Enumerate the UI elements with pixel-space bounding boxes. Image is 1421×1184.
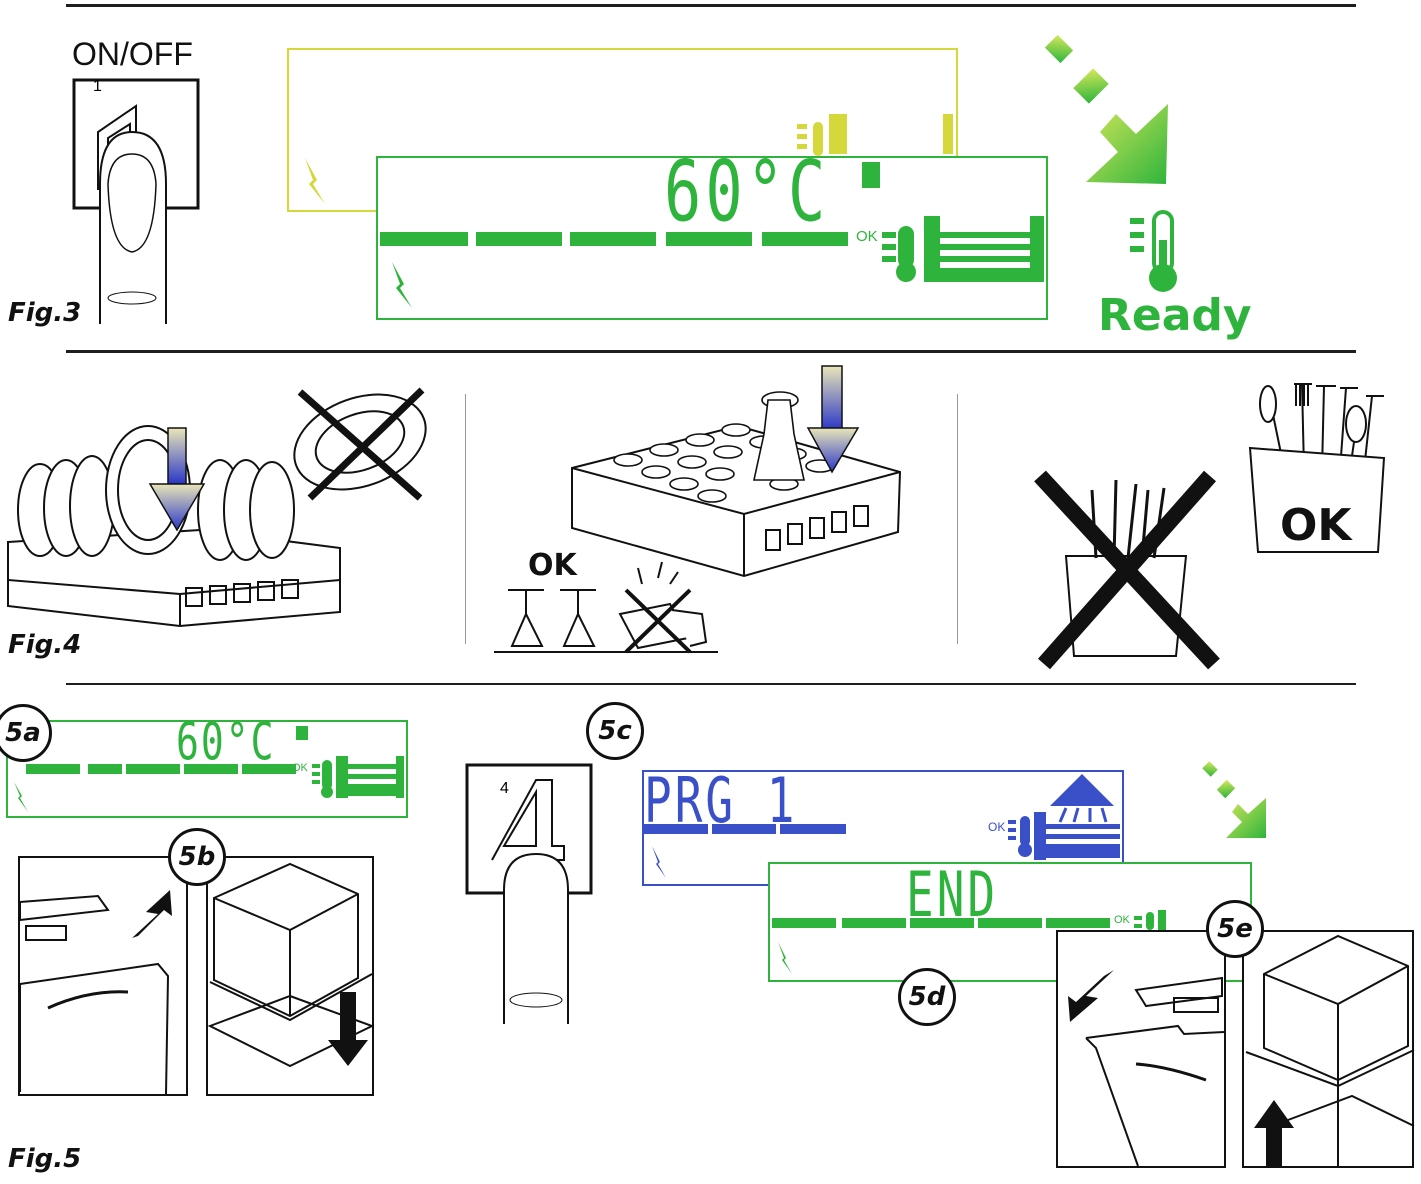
onoff-button-icon [72,78,200,324]
fig4-divider-1 [465,394,466,644]
plate-wrong-position-icon [293,387,427,501]
fig4-label: Fig.4 [8,630,82,660]
step-5a-badge: 5a [0,704,52,762]
dishwasher-door-open-icon [18,856,188,1096]
thermometer-icon [1130,210,1177,292]
display-yellow-back [287,48,958,212]
divider-fig4-fig5 [66,683,1356,685]
glass-ok-label: OK [528,548,577,583]
arrow-down-right-small-icon [1202,761,1266,838]
display-5a-temp: 60°C [176,712,276,772]
display-prg-ok: OK [988,820,1006,834]
display-green-front [376,156,1048,320]
step-5d-badge: 5d [898,968,956,1026]
divider-fig3-fig4 [66,350,1356,353]
step-5e-badge: 5e [1206,900,1264,958]
onoff-label: ON/OFF [72,36,193,72]
cutlery-basket-wrong-icon [1034,470,1220,670]
glass-rack-icon [571,365,902,578]
hood-close-panel [206,856,375,1096]
display-5a-ok: OK [292,762,308,774]
fig3-label: Fig.3 [8,298,82,328]
arrow-down-right-icon [1044,34,1168,184]
display-temp-readout: 60°C [664,142,830,241]
step-5c-badge: 5c [586,702,644,760]
top-divider [66,4,1356,7]
display-ok-text: OK [856,228,878,245]
glasses-upside-down-icon [494,561,718,654]
plate-rack-icon [7,425,341,628]
display-end-ok: OK [1114,914,1130,926]
hood-open-panel [1242,930,1415,1168]
cutlery-basket-ok-icon [1248,383,1386,553]
display-end-text: END [906,858,999,931]
display-prg-text: PRG 1 [644,764,798,837]
step-5b-badge: 5b [168,828,226,886]
fig5-label: Fig.5 [8,1144,82,1174]
cutlery-ok-label: OK [1280,500,1352,551]
display-5a [6,720,408,818]
dishwasher-door-close-icon [1056,930,1226,1168]
program-button-icon [465,763,593,1024]
ready-label: Ready [1098,290,1252,341]
fig4-divider-2 [957,394,958,644]
